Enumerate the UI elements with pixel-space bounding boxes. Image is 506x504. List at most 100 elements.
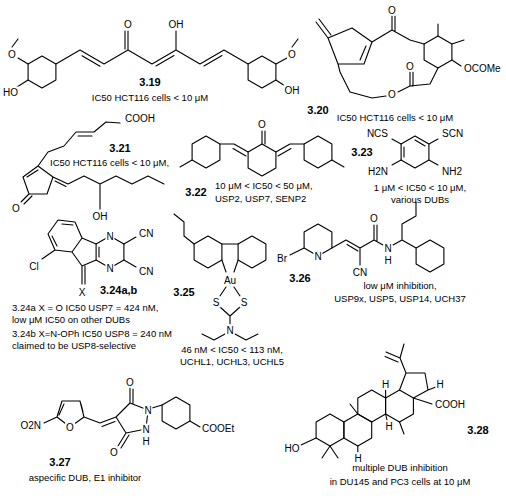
- structure-3-23: [392, 139, 438, 165]
- benzene-ring: [192, 136, 220, 168]
- atom-label: N: [141, 424, 150, 435]
- atom-label: O: [369, 213, 379, 224]
- atom-label: O: [257, 119, 267, 130]
- atom-label: COOEt: [201, 423, 235, 434]
- atom-label: H: [141, 436, 150, 447]
- benzene-ring: [401, 136, 429, 168]
- activity-note: USP9x, USP5, USP14, UCH37: [334, 294, 465, 304]
- atom-label: NCS: [366, 128, 389, 139]
- compound-number: 3.24a,b: [100, 284, 137, 296]
- activity-note: USP2, USP7, SENP2: [215, 194, 306, 204]
- benzene-ring: [162, 397, 190, 429]
- activity-note: 3.24a X = O IC50 USP7 = 424 nM,: [12, 303, 158, 313]
- compound-number: 3.28: [467, 424, 488, 436]
- activity-note: IC50 HCT116 cells < 10 μM,: [50, 158, 169, 168]
- atom-label: O: [387, 89, 397, 100]
- atom-label: HO: [284, 443, 301, 454]
- atom-label: COOH: [434, 399, 466, 410]
- atom-label: O: [387, 5, 397, 16]
- activity-note: UCHL1, UCHL3, UCHL5: [180, 357, 284, 367]
- activity-note: various DUBs: [391, 195, 449, 205]
- compound-number: 3.27: [49, 456, 70, 468]
- benzene-ring: [416, 240, 444, 272]
- compound-number: 3.21: [109, 142, 130, 154]
- activity-note: multiple DUB inhibition: [352, 463, 448, 473]
- cyclohexane-ring: [316, 414, 344, 446]
- atom-label: N: [143, 405, 152, 416]
- activity-note: 10 μM < IC50 < 50 μM,: [215, 181, 313, 191]
- activity-note: aspecific DUB, E1 inhibitor: [29, 473, 141, 483]
- atom-label: OH: [284, 85, 301, 96]
- atom-label: H: [383, 255, 392, 266]
- atom-label: H: [384, 421, 393, 432]
- benzene-ring: [194, 236, 222, 268]
- atom-label: O: [7, 49, 17, 60]
- atom-label: HO: [2, 87, 19, 98]
- benzene-ring: [304, 136, 332, 168]
- structure-3-20: [316, 16, 464, 98]
- compound-number: 3.22: [185, 186, 206, 198]
- benzene-ring: [248, 56, 276, 88]
- structure-3-22: [180, 131, 344, 167]
- cyclohexane-ring: [424, 36, 452, 68]
- activity-note: 3.24b X=N-OPh IC50 USP8 = 240 nM: [12, 329, 172, 339]
- atom-label: N: [105, 263, 114, 274]
- atom-label: Au: [223, 275, 237, 286]
- atom-label: N: [313, 251, 322, 262]
- atom-label: O: [65, 422, 75, 433]
- atom-label: O: [11, 203, 21, 214]
- atom-label: O: [123, 19, 133, 30]
- compound-number: 3.20: [307, 104, 328, 116]
- atom-label: H: [381, 379, 390, 390]
- compound-number: 3.19: [139, 76, 160, 88]
- atom-label: O2N: [19, 420, 42, 431]
- atom-label: OCOMe: [463, 63, 502, 74]
- activity-note: low μM inhibition,: [363, 281, 436, 291]
- atom-label: Cl: [28, 261, 39, 272]
- compound-number: 3.25: [173, 286, 194, 298]
- benzene-ring: [238, 236, 266, 268]
- atom-label: N: [383, 243, 392, 254]
- atom-label: SCN: [441, 128, 464, 139]
- structure-3-27: [44, 388, 200, 448]
- atom-label: NH2: [441, 166, 463, 177]
- atom-label: OH: [168, 19, 185, 30]
- structure-3-24: [42, 220, 136, 284]
- benzene-ring: [28, 56, 56, 88]
- structure-3-26: [290, 202, 416, 265]
- cyclohexane-ring: [386, 390, 414, 422]
- activity-note: in DU145 and PC3 cells at 10 μM: [330, 477, 471, 487]
- atom-label: S: [240, 297, 249, 308]
- atom-label: CN: [138, 266, 154, 277]
- atom-label: X: [78, 287, 87, 298]
- atom-label: OH: [92, 211, 109, 222]
- compound-number: 3.23: [351, 146, 372, 158]
- activity-note: claimed to be USP8-selective: [12, 341, 136, 351]
- atom-label: CN: [138, 228, 154, 239]
- atom-label: N: [105, 231, 114, 242]
- structure-3-25: [174, 214, 258, 340]
- activity-note: low μM IC50 on other DUBs: [12, 315, 130, 325]
- activity-note: 46 nM < IC50 < 113 nM,: [181, 345, 283, 355]
- atom-label: O: [109, 447, 119, 458]
- atom-label: Br: [276, 253, 288, 264]
- atom-label: H: [435, 379, 444, 390]
- activity-note: IC50 HCT116 cells < 10 μM: [92, 93, 208, 103]
- atom-label: O: [287, 49, 297, 60]
- activity-note: 1 μM < IC50 < 10 μM,: [374, 183, 466, 193]
- atom-label: N: [225, 325, 234, 336]
- atom-label: H2N: [367, 166, 389, 177]
- atom-label: O: [125, 377, 135, 388]
- activity-note: IC50 HCT116 cells < 10 μM: [337, 113, 453, 123]
- compound-number: 3.26: [289, 272, 310, 284]
- atom-label: O: [405, 61, 415, 72]
- atom-label: S: [212, 297, 221, 308]
- cyclohexane-ring: [358, 390, 386, 422]
- structure-3-28: [301, 344, 436, 458]
- cyclohexane-ring: [344, 414, 372, 446]
- cyclohexanone-ring: [248, 144, 276, 176]
- atom-label: CN: [352, 267, 368, 278]
- atom-label: COOH: [124, 113, 156, 124]
